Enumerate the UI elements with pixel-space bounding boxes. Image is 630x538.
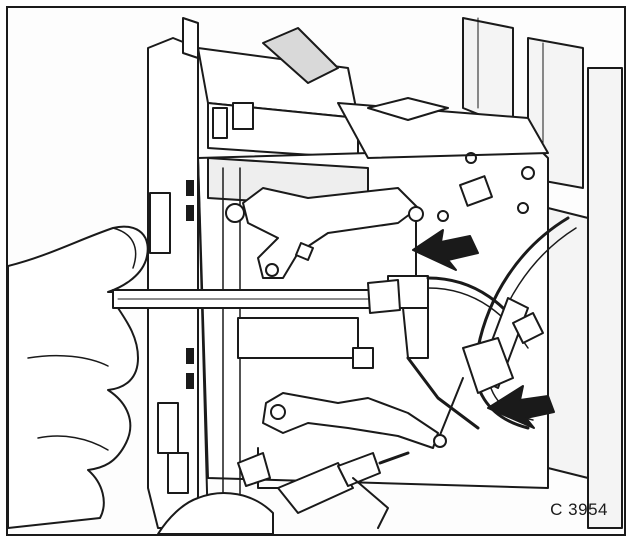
connector-plug <box>277 451 410 529</box>
screwdriver-icon <box>112 279 401 314</box>
technical-illustration <box>8 17 623 534</box>
upper-lever <box>225 187 419 279</box>
arrow-pointer-lower-icon <box>487 385 555 429</box>
figure-id-label: C 3954 <box>550 500 608 519</box>
background-panel <box>462 17 623 529</box>
arrow-pointer-upper-icon <box>412 229 479 271</box>
wiring-loop <box>462 216 577 430</box>
illustration-frame: C 3954 <box>6 6 626 536</box>
lower-lever <box>237 377 464 489</box>
